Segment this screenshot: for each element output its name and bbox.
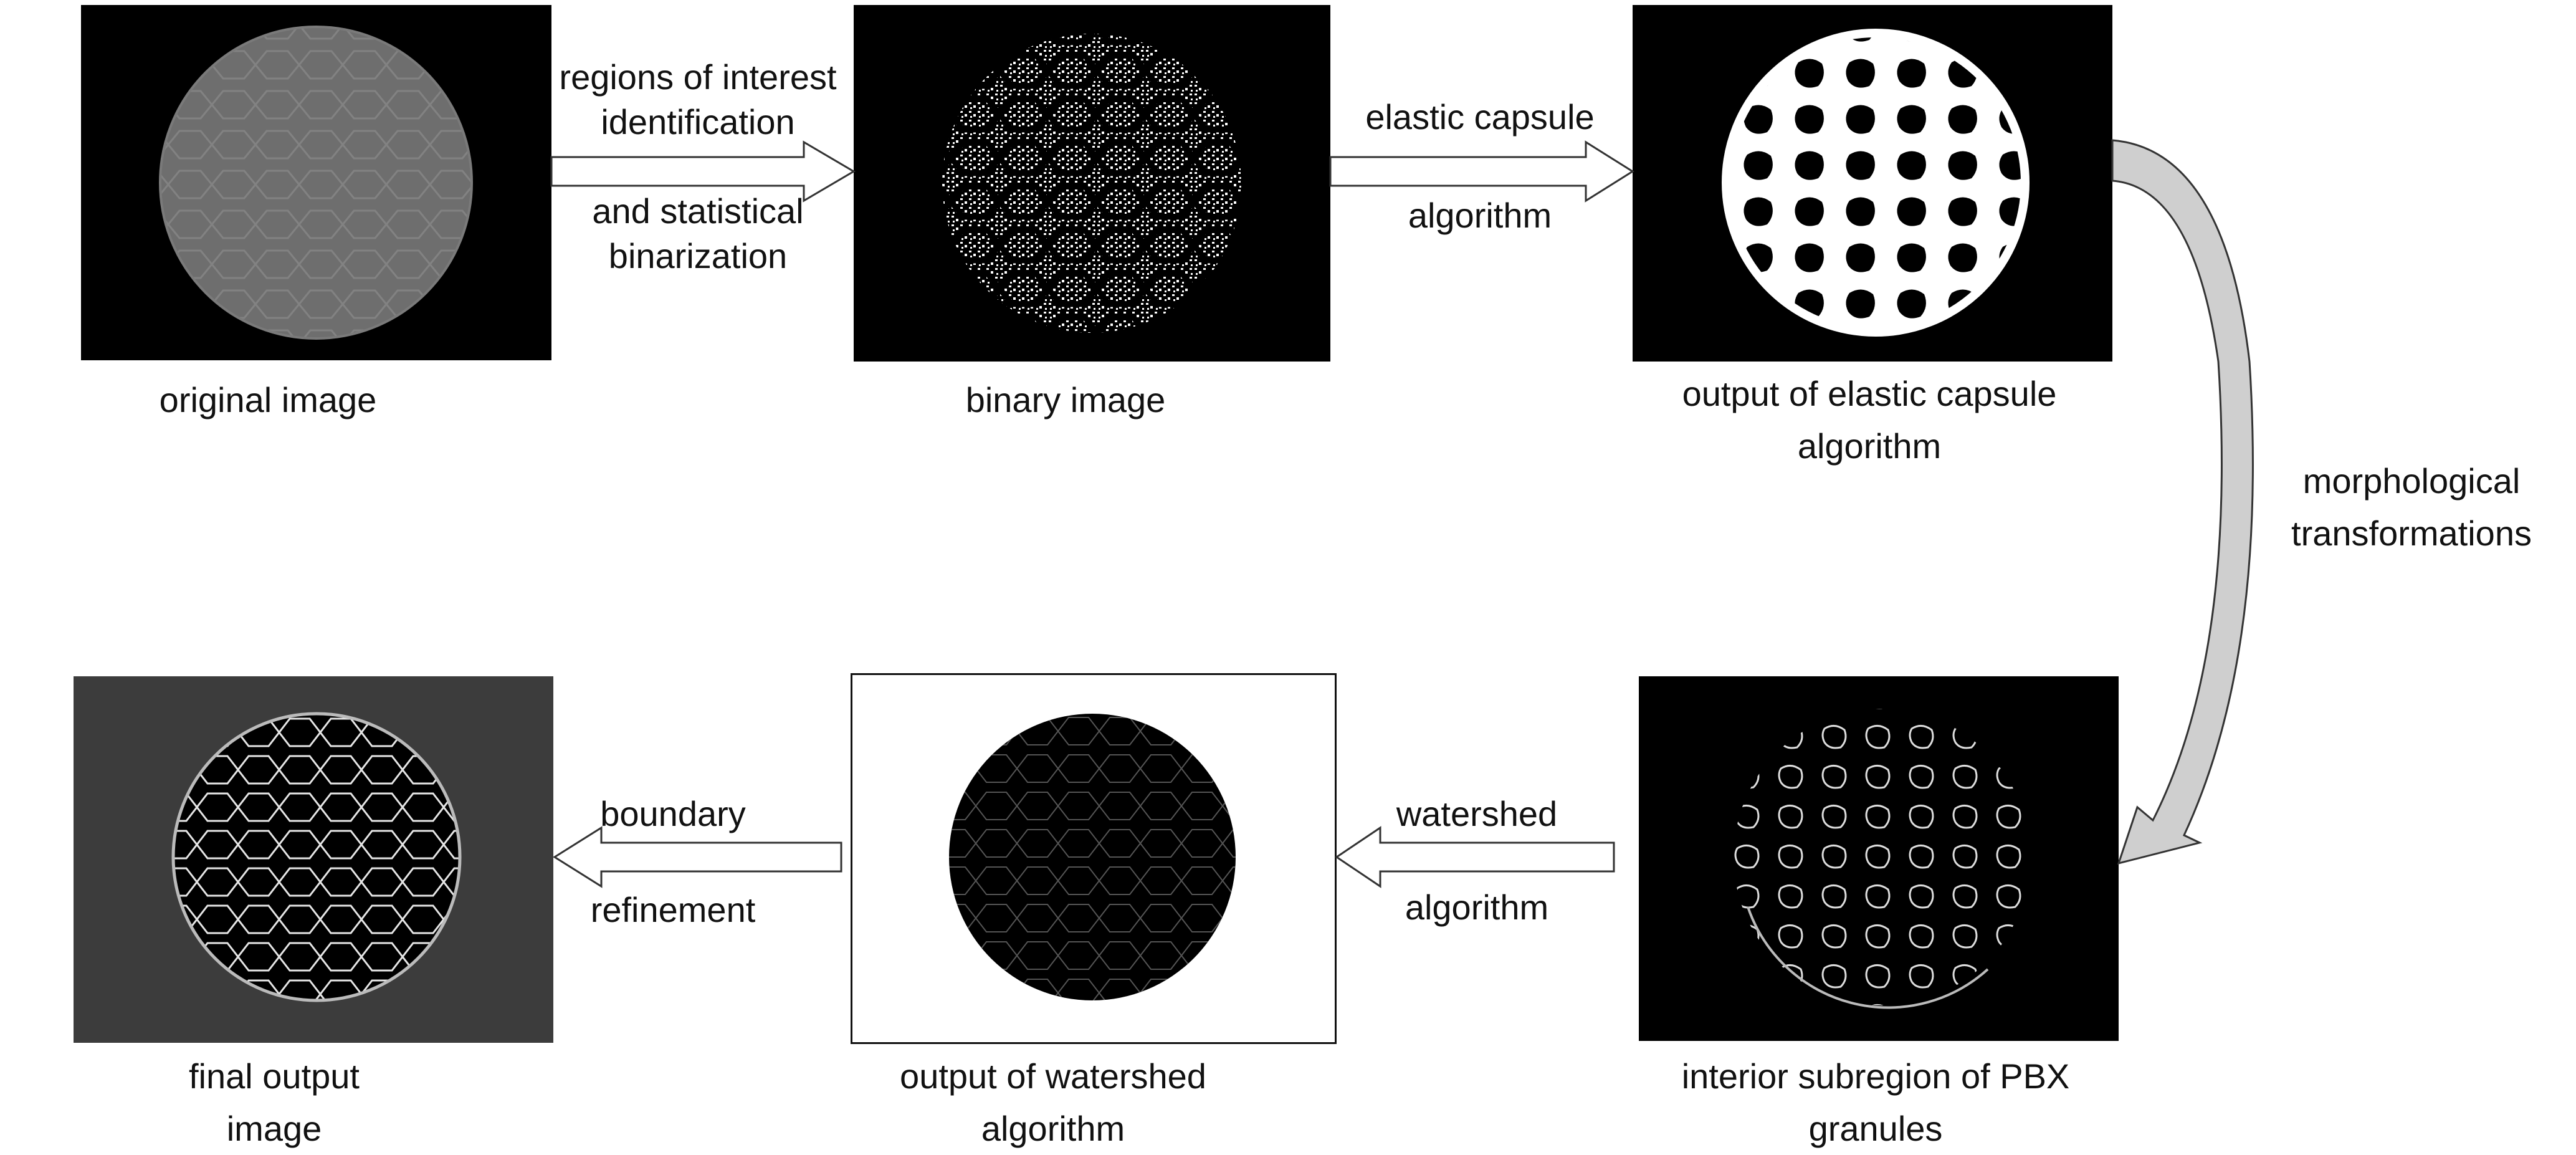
arrow-roi-binarization	[550, 140, 856, 203]
elastic-step-label-bottom: algorithm	[1330, 193, 1629, 238]
watershed-output-caption: output of watershed algorithm	[847, 1050, 1259, 1155]
roi-step-label-bottom: and statistical binarization	[548, 189, 847, 279]
watershed-caption-line2: algorithm	[981, 1109, 1125, 1148]
elastic-caption-line1: output of elastic capsule	[1682, 374, 2057, 413]
watershed-output-panel	[851, 673, 1337, 1044]
original-image-panel	[81, 5, 551, 360]
elastic-output-image	[1722, 29, 2030, 337]
final-output-caption: final output image	[87, 1050, 461, 1155]
watershed-step-label-bottom: algorithm	[1340, 885, 1614, 930]
boundary-line1: boundary	[600, 794, 746, 833]
boundary-step-label-bottom: refinement	[548, 888, 798, 932]
binary-image	[942, 34, 1241, 333]
morph-line1: morphological	[2302, 461, 2521, 501]
original-caption-text: original image	[159, 380, 377, 419]
morph-step-label: morphological transformations	[2256, 455, 2567, 560]
interior-caption-line1: interior subregion of PBX	[1681, 1057, 2070, 1096]
roi-line1: regions of interest	[559, 57, 837, 97]
roi-line3: and statistical	[592, 191, 804, 231]
final-caption-line1: final output	[189, 1057, 360, 1096]
watershed-step-line1: watershed	[1396, 794, 1558, 833]
binary-image-caption: binary image	[872, 374, 1259, 426]
original-image	[159, 26, 473, 340]
arrow-elastic-capsule	[1329, 140, 1634, 203]
binary-image-panel	[854, 5, 1330, 362]
interior-subregion-image	[1734, 709, 2030, 1009]
final-output-panel	[74, 676, 553, 1043]
roi-line4: binarization	[608, 236, 788, 276]
elastic-caption-line2: algorithm	[1797, 426, 1942, 466]
watershed-step-line2: algorithm	[1405, 888, 1549, 927]
curved-arrow-morphological	[2111, 139, 2254, 865]
boundary-line2: refinement	[590, 890, 756, 929]
morph-line2: transformations	[2291, 514, 2532, 553]
arrow-watershed	[1335, 826, 1615, 888]
elastic-output-panel	[1633, 5, 2112, 362]
original-image-caption: original image	[81, 374, 455, 426]
final-caption-line2: image	[226, 1109, 322, 1148]
interior-caption-line2: granules	[1808, 1109, 1943, 1148]
binary-caption-text: binary image	[965, 380, 1166, 419]
interior-subregion-panel	[1639, 676, 2119, 1041]
final-output-image	[171, 712, 462, 1002]
elastic-output-caption: output of elastic capsule algorithm	[1620, 368, 2119, 472]
boundary-step-label-top: boundary	[548, 792, 798, 836]
roi-step-label-top: regions of interest identification	[548, 55, 847, 145]
arrow-boundary-refinement	[553, 826, 842, 888]
elastic-step-line1: elastic capsule	[1365, 97, 1595, 137]
roi-line2: identification	[601, 102, 795, 141]
elastic-step-line2: algorithm	[1408, 196, 1552, 235]
watershed-caption-line1: output of watershed	[900, 1057, 1206, 1096]
watershed-output-image	[949, 714, 1236, 1000]
elastic-step-label-top: elastic capsule	[1330, 95, 1629, 140]
interior-subregion-caption: interior subregion of PBX granules	[1626, 1050, 2125, 1155]
watershed-step-label-top: watershed	[1340, 792, 1614, 836]
